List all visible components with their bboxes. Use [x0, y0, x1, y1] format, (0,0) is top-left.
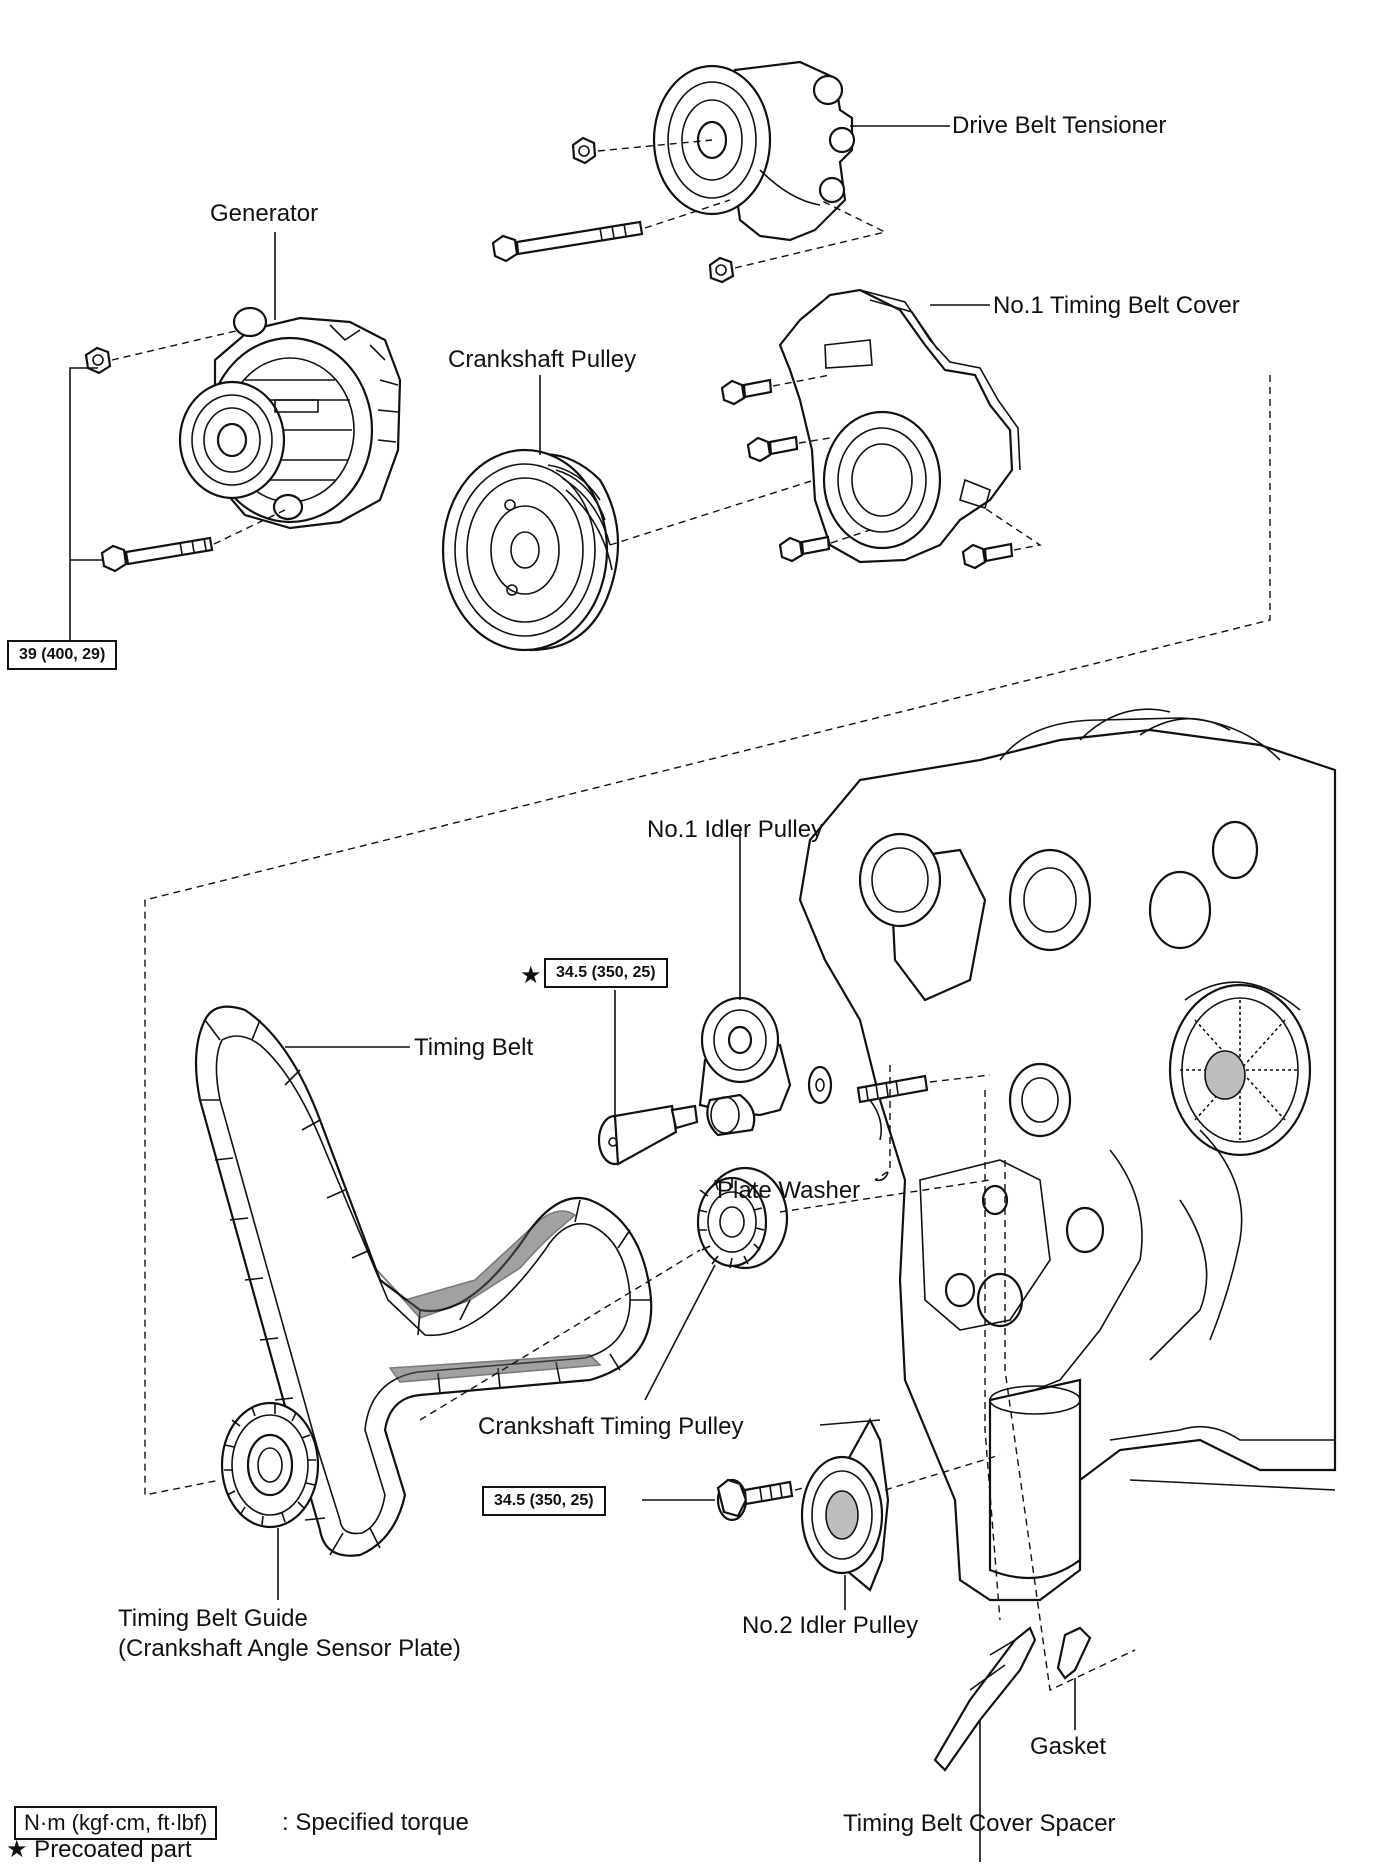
no2-idler-bolt: [716, 1478, 794, 1522]
cover-bolt-3: [778, 535, 831, 563]
drive-belt-tensioner: [652, 60, 856, 242]
timing-belt: [194, 1005, 653, 1557]
label-crankshaft-pulley: Crankshaft Pulley: [448, 346, 637, 373]
label-timing-belt: Timing Belt: [414, 1034, 534, 1061]
label-timing-belt-guide-1: Timing Belt Guide: [118, 1605, 308, 1632]
tensioner-bolt: [491, 220, 644, 263]
cover-bolt-4: [961, 542, 1014, 570]
label-crankshaft-timing-pulley: Crankshaft Timing Pulley: [478, 1413, 744, 1440]
engine-block: [798, 708, 1337, 1602]
torque-box-generator: 39 (400, 29): [7, 640, 118, 670]
label-gasket: Gasket: [1030, 1733, 1107, 1760]
tensioner-nut-bottom: [708, 256, 735, 284]
legend-torque-units: N·m (kgf·cm, ft·lbf): [14, 1806, 218, 1840]
timing-belt-cover-spacer: [933, 1626, 1037, 1772]
gasket: [1056, 1626, 1092, 1680]
legend-precoat-desc: ★ Precoated part: [6, 1836, 192, 1863]
label-no1-idler-pulley: No.1 Idler Pulley: [647, 816, 824, 843]
no2-idler-pulley: [800, 1417, 890, 1592]
idler-stud: [856, 1074, 929, 1104]
label-no1-timing-belt-cover: No.1 Timing Belt Cover: [993, 292, 1240, 319]
label-timing-belt-cover-spacer: Timing Belt Cover Spacer: [843, 1810, 1116, 1837]
generator: [178, 306, 402, 530]
legend-torque-desc: : Specified torque: [282, 1809, 469, 1836]
no1-timing-belt-cover: [778, 288, 1021, 564]
no1-idler-bolt: [597, 1104, 699, 1166]
label-timing-belt-guide-2: (Crankshaft Angle Sensor Plate): [118, 1635, 461, 1662]
precoat-star: ★: [520, 962, 542, 989]
plate-washer: [807, 1065, 833, 1105]
tensioner-nut-top: [571, 136, 597, 165]
generator-bolt: [100, 536, 214, 573]
torque-box-no2-idler: 34.5 (350, 25): [482, 1486, 606, 1516]
label-plate-washer: Plate Washer: [717, 1177, 861, 1204]
cover-bolt-1: [720, 378, 773, 406]
crankshaft-timing-pulley: [696, 1166, 789, 1270]
label-no2-idler-pulley: No.2 Idler Pulley: [742, 1612, 919, 1639]
torque-box-no1-idler: 34.5 (350, 25): [544, 958, 668, 988]
timing-belt-guide: [220, 1401, 320, 1529]
no1-idler-pulley: [698, 996, 792, 1137]
crankshaft-pulley: [441, 448, 620, 652]
label-generator: Generator: [210, 200, 319, 227]
cover-bolt-2: [746, 435, 799, 463]
label-drive-belt-tensioner: Drive Belt Tensioner: [952, 112, 1167, 139]
generator-nut: [84, 346, 112, 375]
